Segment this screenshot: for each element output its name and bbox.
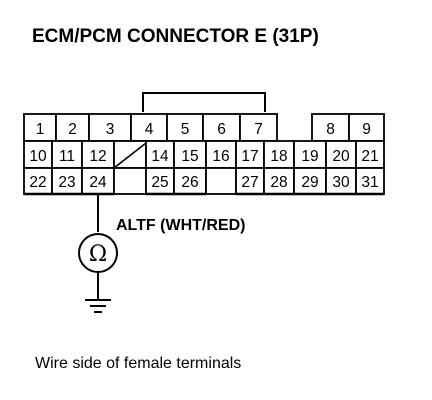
pin-number-5: 5 xyxy=(181,121,190,138)
pin-number-20: 20 xyxy=(332,148,350,165)
pin-number-17: 17 xyxy=(241,148,258,165)
pin-number-15: 15 xyxy=(181,148,198,165)
pin-cell-19 xyxy=(293,140,327,169)
pin-number-14: 14 xyxy=(151,148,169,165)
pin-cell-20 xyxy=(325,140,357,169)
pin-number-1: 1 xyxy=(36,121,45,138)
pin-number-9: 9 xyxy=(362,121,371,138)
pin-number-27: 27 xyxy=(241,174,258,191)
diagram-caption: Wire side of female terminals xyxy=(35,355,241,372)
pin-cell-27 xyxy=(235,167,265,195)
pin-number-11: 11 xyxy=(59,148,75,165)
pin-number-6: 6 xyxy=(217,121,226,138)
pin-cell-23 xyxy=(51,167,83,195)
pin-number-21: 21 xyxy=(361,148,378,165)
pin-number-22: 22 xyxy=(29,174,46,191)
unused-pin-slash xyxy=(113,142,147,169)
pin-number-23: 23 xyxy=(58,174,75,191)
diagram-title: ECM/PCM CONNECTOR E (31P) xyxy=(32,26,319,47)
pin-number-31: 31 xyxy=(361,174,378,191)
ohm-symbol: Ω xyxy=(89,242,107,267)
pin-cell-31 xyxy=(355,167,385,195)
pin-cell-10 xyxy=(23,140,53,169)
pin-number-4: 4 xyxy=(145,121,154,138)
pin-number-12: 12 xyxy=(89,148,106,165)
pin-number-10: 10 xyxy=(29,148,47,165)
pin-number-3: 3 xyxy=(106,121,115,138)
pin-number-2: 2 xyxy=(68,121,77,138)
pin-number-26: 26 xyxy=(181,174,198,191)
pin-number-25: 25 xyxy=(151,174,168,191)
pin-cell-8 xyxy=(311,113,350,142)
pin-number-19: 19 xyxy=(301,148,318,165)
empty-pin-cell xyxy=(205,167,237,195)
connector-latch xyxy=(142,92,266,112)
wire-label: ALTF (WHT/RED) xyxy=(116,217,245,234)
pin-cell-16 xyxy=(205,140,237,169)
pin-number-16: 16 xyxy=(212,148,229,165)
pin-number-8: 8 xyxy=(326,121,335,138)
empty-pin-cell xyxy=(113,167,147,195)
pin-number-24: 24 xyxy=(89,174,107,191)
pin-number-7: 7 xyxy=(254,121,263,138)
pin-number-18: 18 xyxy=(270,148,287,165)
ohmmeter-icon: Ω xyxy=(78,233,118,273)
ground-icon xyxy=(85,299,111,313)
pin-number-30: 30 xyxy=(332,174,350,191)
pin-cell-17 xyxy=(235,140,265,169)
pin-number-29: 29 xyxy=(301,174,318,191)
pin-number-28: 28 xyxy=(270,174,287,191)
